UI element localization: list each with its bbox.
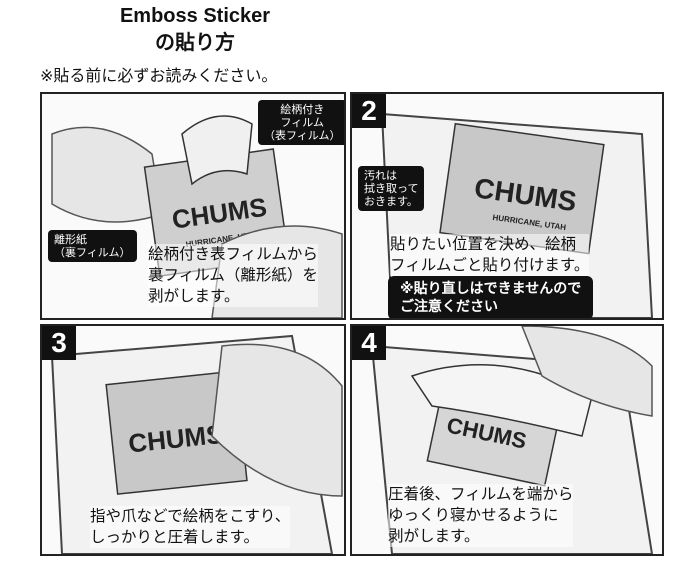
step-4-panel: CHUMS 4 圧着後、フィルムを端から ゆっくり寝かせるように 剥がします。 xyxy=(350,324,664,556)
step-1-caption: 絵柄付き表フィルムから 裏フィルム（離形紙）を 剥がします。 xyxy=(148,244,318,307)
read-before-notice: ※貼る前に必ずお読みください。 xyxy=(40,66,278,85)
step-3-caption: 指や爪などで絵柄をこすり、 しっかりと圧着します。 xyxy=(90,506,291,548)
peeled-liner-shape xyxy=(181,115,253,186)
step-2-panel: CHUMS HURRICANE, UTAH 2 汚れは 拭き取って おきます。 … xyxy=(350,92,664,320)
page-subtitle: の貼り方 xyxy=(155,30,235,54)
tag-release-paper: 離形紙 （裏フィルム） xyxy=(48,230,137,262)
hand-shape xyxy=(521,326,653,417)
step-1-panel: CHUMS HURRICANE, UTAH 絵柄付き フィルム （表フィルム） … xyxy=(40,92,346,320)
tag-wipe-dirt: 汚れは 拭き取って おきます。 xyxy=(358,166,425,211)
peeling-film-shape xyxy=(410,364,593,437)
step-3-illustration: CHUMS xyxy=(50,334,343,554)
no-reapply-warning: ※貼り直しはできませんので ご注意ください xyxy=(388,276,594,318)
step-2-caption: 貼りたい位置を決め、絵柄 フィルムごと貼り付けます。 xyxy=(390,234,590,276)
tag-front-film: 絵柄付き フィルム （表フィルム） xyxy=(258,100,344,145)
step-4-number: 4 xyxy=(352,326,386,360)
page-title: Emboss Sticker xyxy=(119,5,271,27)
sticker-graphic: CHUMS HURRICANE, UTAH xyxy=(439,122,605,255)
step-3-number: 3 xyxy=(42,326,76,360)
step-3-panel: CHUMS 3 指や爪などで絵柄をこすり、 しっかりと圧着します。 xyxy=(40,324,346,556)
step-2-number: 2 xyxy=(352,94,386,128)
rubbing-hand-shape xyxy=(211,343,343,497)
step-4-caption: 圧着後、フィルムを端から ゆっくり寝かせるように 剥がします。 xyxy=(388,484,574,547)
